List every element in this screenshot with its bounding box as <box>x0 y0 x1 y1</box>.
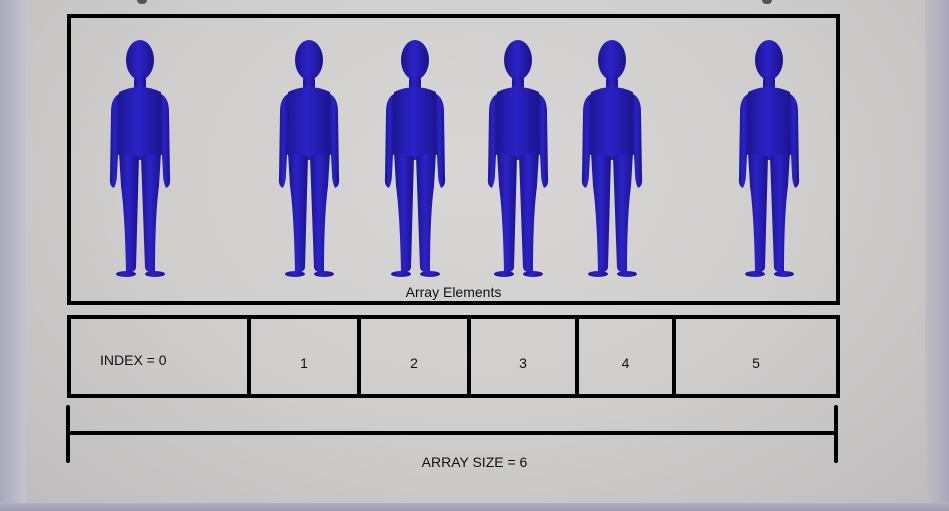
index-cell: 2 <box>361 319 471 394</box>
person-figure-icon <box>274 36 344 278</box>
index-cell: INDEX = 0 <box>71 319 251 394</box>
person-figure-icon <box>577 36 647 278</box>
bracket-right-tick <box>834 405 838 463</box>
index-label: 1 <box>300 355 308 371</box>
bottom-edge <box>0 503 949 511</box>
array-elements-label: Array Elements <box>405 284 502 300</box>
person-figure-icon <box>483 36 553 278</box>
index-cell: 1 <box>251 319 361 394</box>
array-elements-box: Array Elements <box>67 14 840 305</box>
index-cell: 3 <box>471 319 579 394</box>
index-label: 3 <box>519 355 527 371</box>
person-figure-icon <box>105 36 175 278</box>
corner-mark <box>137 0 147 4</box>
person-figure-icon <box>734 36 804 278</box>
index-cell: 4 <box>579 319 676 394</box>
index-cell: 5 <box>676 319 836 394</box>
corner-mark <box>762 0 772 4</box>
index-label: 5 <box>752 355 760 371</box>
array-size-bracket <box>66 405 838 465</box>
index-row: INDEX = 0 1 2 3 4 5 <box>67 315 840 398</box>
index-label: INDEX = 0 <box>100 352 167 368</box>
index-label: 2 <box>410 355 418 371</box>
bracket-line <box>66 431 838 435</box>
person-figure-icon <box>380 36 450 278</box>
array-size-label: ARRAY SIZE = 6 <box>421 454 528 470</box>
index-label: 4 <box>621 355 630 371</box>
